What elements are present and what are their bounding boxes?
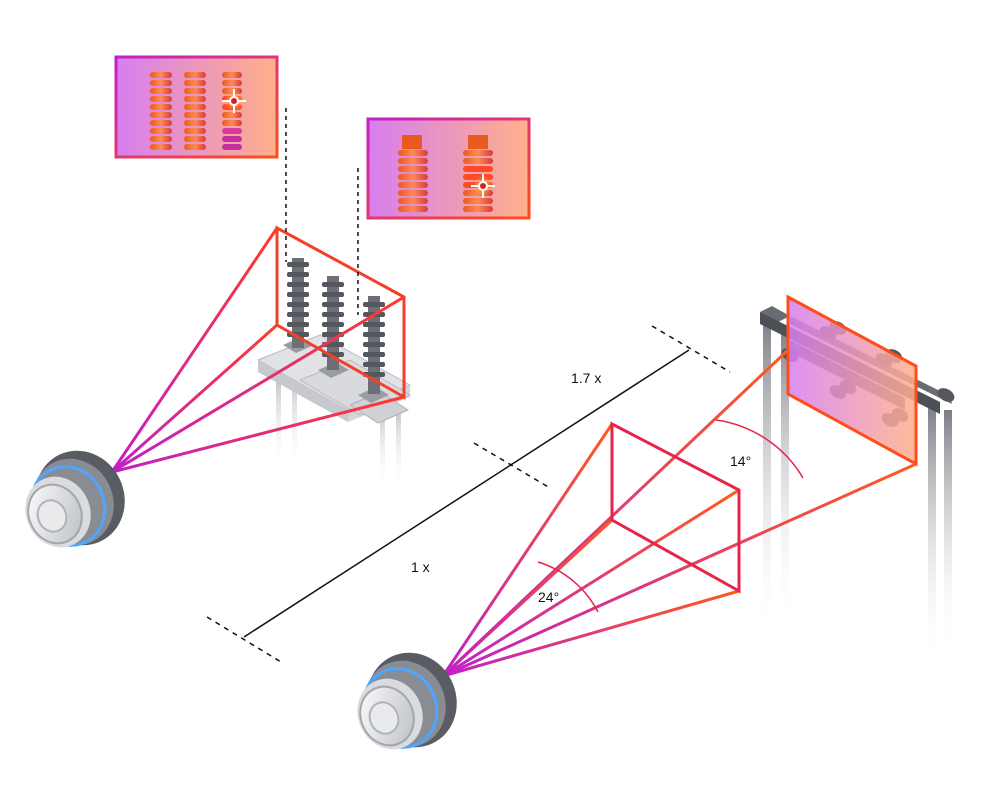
- angle-arc-narrow: [715, 419, 804, 479]
- near-target-fov-frame: [610, 421, 741, 594]
- camera-1-fov-frame: [275, 225, 406, 400]
- insulator-column-1: [287, 258, 309, 348]
- crosshair-hotspot-icon: [471, 174, 495, 198]
- insulator-column-2: [322, 276, 344, 370]
- angle-label-wide: 24°: [538, 589, 559, 605]
- insulator-thermal-4: [398, 135, 428, 212]
- thermal-camera-icon: [25, 450, 125, 548]
- crosshair-hotspot-icon: [222, 89, 246, 113]
- distance-dimension: [206, 325, 731, 663]
- distance-label-far: 1.7 x: [571, 370, 601, 386]
- thermal-inset-2: [366, 117, 531, 220]
- thermal-camera-icon: [357, 652, 457, 750]
- insulator-column-3: [363, 296, 385, 394]
- thermal-inset-1: [114, 55, 279, 159]
- angle-label-narrow: 14°: [730, 453, 751, 469]
- insulator-thermal-2: [184, 72, 206, 150]
- insulator-thermal-1: [150, 72, 172, 150]
- camera-2-fov-beams: [441, 348, 917, 678]
- distance-label-near: 1 x: [411, 559, 430, 575]
- far-target-thermal-plane: [786, 294, 918, 467]
- angle-arc-wide: [537, 561, 599, 613]
- camera-1-fov-beams: [110, 227, 405, 474]
